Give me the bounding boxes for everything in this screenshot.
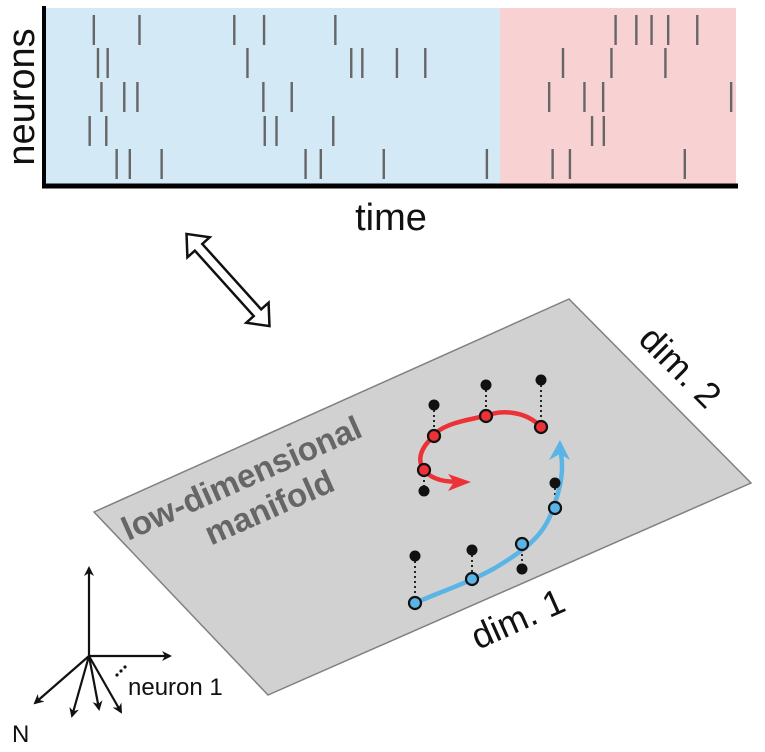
projected-point [514, 536, 530, 552]
projected-point [426, 428, 442, 444]
trajectory-b-arrowhead-icon [448, 474, 471, 491]
projected-point [464, 571, 480, 587]
neuron1-label: neuron 1 [128, 674, 223, 701]
projected-point [478, 408, 494, 424]
projected-point [547, 500, 563, 516]
high-dimensional-points [409, 374, 561, 575]
projected-points-b [416, 408, 549, 478]
projected-point [533, 419, 549, 435]
data-point [480, 379, 492, 391]
trajectory-a-arrowhead-icon [549, 440, 570, 460]
manifold-plane [92, 298, 753, 696]
axes-ellipsis [115, 665, 127, 677]
manifold: low-dimensional manifold dim. 1 dim. 2 [92, 298, 753, 696]
projected-point [416, 462, 432, 478]
data-point [409, 550, 421, 562]
data-point [535, 374, 547, 386]
data-point [466, 544, 478, 556]
raster-segment-b [500, 8, 736, 186]
raster-segment-a [44, 8, 500, 186]
spike-trains [88, 15, 733, 179]
raster-y-label: neurons [1, 28, 43, 165]
projected-points-a [407, 500, 563, 611]
raster-plot: neurons time [1, 6, 738, 239]
double-headed-arrow-icon [185, 232, 271, 328]
data-point [418, 485, 430, 497]
data-point [428, 399, 440, 411]
raster-x-label: time [355, 197, 427, 239]
neuron-axes-icon [33, 566, 172, 718]
projected-point [407, 595, 423, 611]
n-label: N [12, 721, 29, 748]
data-point [516, 563, 528, 575]
data-point [549, 477, 561, 489]
